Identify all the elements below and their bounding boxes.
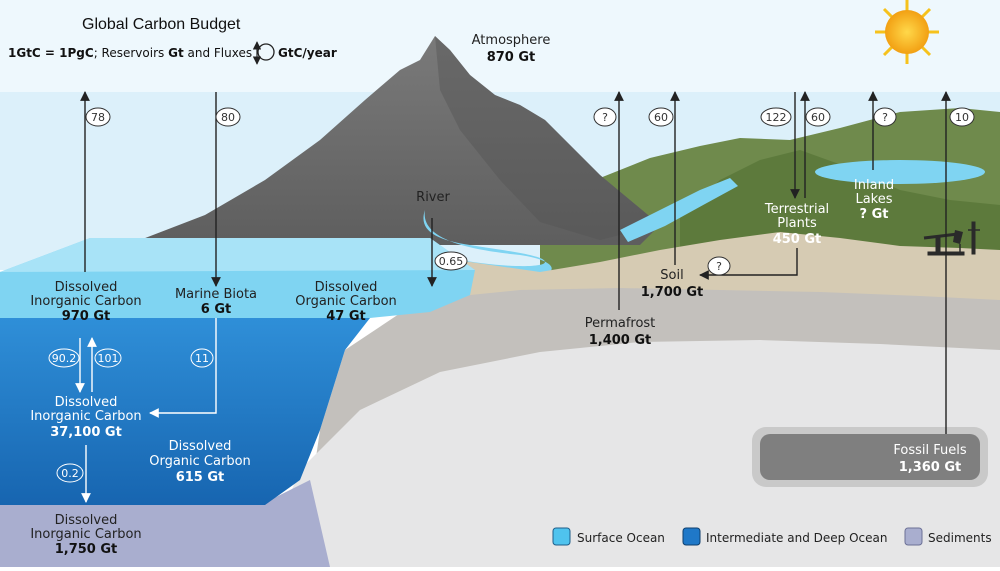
dic-sediment-value: 1,750 Gt <box>55 542 118 557</box>
flux-dic-up: 101 <box>98 352 119 365</box>
lakes-value: ? Gt <box>860 207 889 222</box>
flux-ocean-up: 78 <box>91 111 105 124</box>
flux-plants-up: 122 <box>766 111 787 124</box>
dic-deep-name-2: Inorganic Carbon <box>30 409 141 424</box>
fossil-value: 1,360 Gt <box>899 460 962 475</box>
flux-sediment-down: 0.2 <box>61 467 79 480</box>
soil-value: 1,700 Gt <box>641 285 704 300</box>
soil-name: Soil <box>660 268 683 283</box>
atmosphere-value: 870 Gt <box>487 50 536 65</box>
flux-river: 0.65 <box>439 255 464 268</box>
river-label: River <box>416 190 450 205</box>
legend-label-sediments: Sediments <box>928 531 992 545</box>
doc-deep-name-2: Organic Carbon <box>149 454 251 469</box>
ocean-arrows <box>75 318 217 503</box>
legend: Surface Ocean Intermediate and Deep Ocea… <box>552 527 992 546</box>
plants-name-2: Plants <box>777 216 817 231</box>
dic-surface-name-2: Inorganic Carbon <box>30 294 141 309</box>
flux-plants-soil: ? <box>716 260 722 273</box>
mountain <box>140 36 660 245</box>
legend-label-deep: Intermediate and Deep Ocean <box>706 531 887 545</box>
units-legend: 1GtC = 1PgC; Reservoirs Gt and Fluxes <box>8 46 252 60</box>
flux-biota-down: 11 <box>195 352 209 365</box>
permafrost-name: Permafrost <box>585 316 656 331</box>
units-flux: GtC/year <box>278 46 337 60</box>
flux-arrows <box>80 91 951 434</box>
sediment-layer <box>0 480 330 567</box>
sky-band <box>0 0 1000 92</box>
bedrock <box>260 340 1000 567</box>
marine-biota-name: Marine Biota <box>175 287 257 302</box>
flux-plants-down: 60 <box>811 111 825 124</box>
lakes-name-1: Inland <box>854 178 894 193</box>
doc-surface-name-2: Organic Carbon <box>295 294 397 309</box>
doc-surface-name-1: Dissolved <box>315 280 378 295</box>
river-upper <box>620 178 738 242</box>
flux-dic-down: 90.2 <box>52 352 77 365</box>
plants-name-1: Terrestrial <box>764 202 829 217</box>
flux-ocean-down: 80 <box>221 111 235 124</box>
dic-surface-name-1: Dissolved <box>55 280 118 295</box>
fossil-name: Fossil Fuels <box>893 443 966 458</box>
doc-deep-value: 615 Gt <box>176 470 225 485</box>
flux-permafrost-up: ? <box>602 111 608 124</box>
flux-labels: 78 80 ? 60 122 60 ? 10 0.65 ? 90.2 101 1… <box>48 107 975 483</box>
dic-surface-value: 970 Gt <box>62 309 111 324</box>
flux-soil-up: 60 <box>654 111 668 124</box>
plants-value: 450 Gt <box>773 232 822 247</box>
atmosphere-label: Atmosphere <box>472 33 551 48</box>
arrow-plants-soil <box>699 248 798 280</box>
lakes-name-2: Lakes <box>855 192 892 207</box>
surface-ocean-top <box>0 238 475 272</box>
legend-swatch-deep <box>682 527 701 546</box>
doc-deep-name-1: Dissolved <box>169 439 232 454</box>
reservoir-labels: Dissolved Inorganic Carbon 970 Gt Marine… <box>30 178 967 557</box>
mountain-shade <box>435 36 660 240</box>
flux-symbol-icon <box>252 41 275 65</box>
doc-surface-value: 47 Gt <box>326 309 366 324</box>
legend-swatch-surface <box>552 527 571 546</box>
legend-label-surface: Surface Ocean <box>577 531 665 545</box>
inland-lake <box>815 160 985 184</box>
marine-biota-value: 6 Gt <box>201 302 231 317</box>
dic-deep-name-1: Dissolved <box>55 395 118 410</box>
sun-icon <box>875 0 939 64</box>
dic-sediment-name-2: Inorganic Carbon <box>30 527 141 542</box>
flux-lakes-up: ? <box>882 111 888 124</box>
dic-deep-value: 37,100 Gt <box>50 425 122 440</box>
fossil-fuel-reservoir <box>760 434 980 480</box>
page-title: Global Carbon Budget <box>82 16 241 33</box>
permafrost-value: 1,400 Gt <box>589 333 652 348</box>
flux-fossil-up: 10 <box>955 111 969 124</box>
dic-sediment-name-1: Dissolved <box>55 513 118 528</box>
legend-swatch-sediments <box>904 527 923 546</box>
